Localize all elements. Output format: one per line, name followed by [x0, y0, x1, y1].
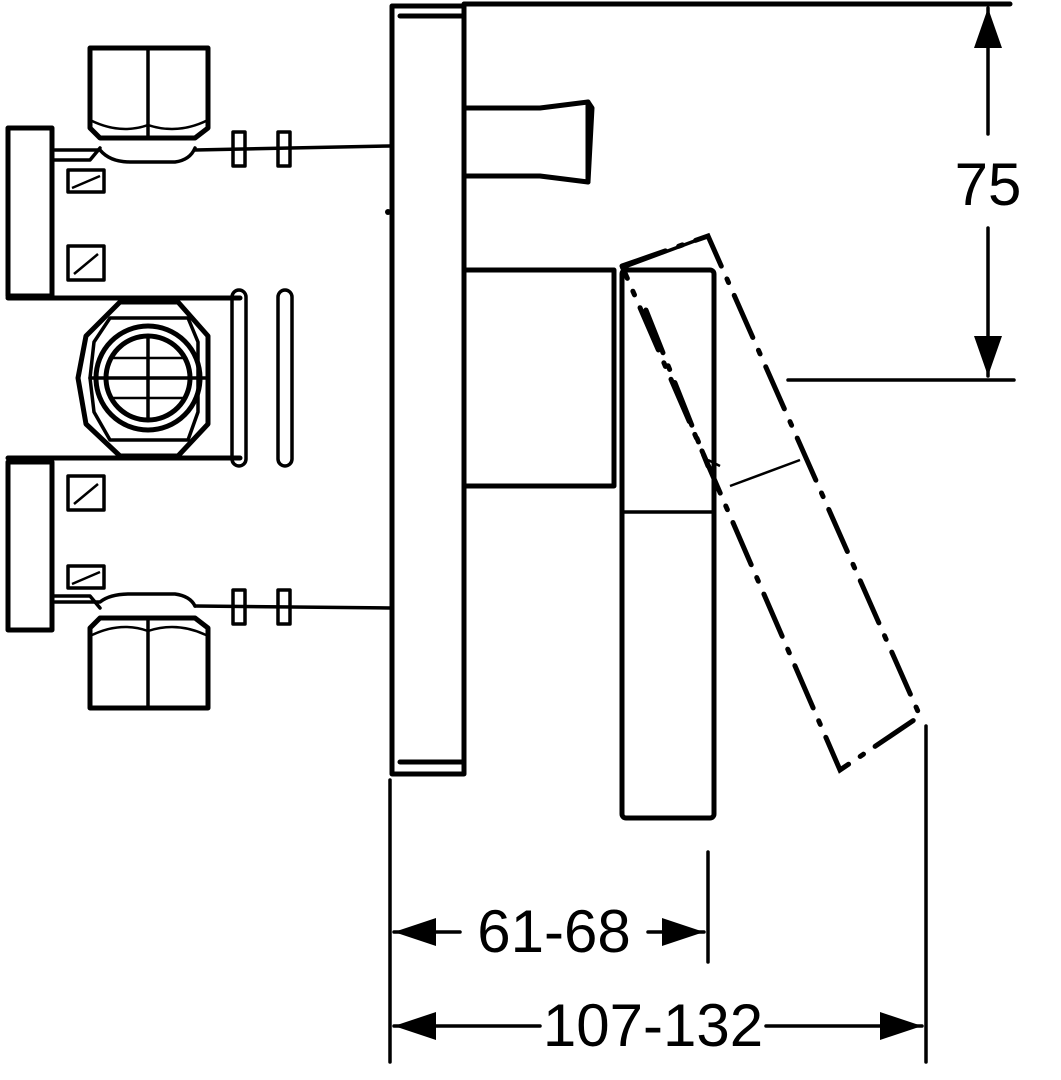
slot-left [230, 288, 248, 468]
lever-handle [461, 234, 717, 821]
center-port [75, 299, 211, 459]
dimension-depth: 61-68 [388, 778, 710, 1064]
cover-plate [389, 3, 467, 777]
diverter-knob [461, 99, 595, 185]
handle-hub [461, 267, 617, 489]
top-hex-nut [50, 45, 211, 164]
dimension-reach: 107-132 [392, 724, 928, 1064]
upper-flange-block [5, 125, 55, 299]
lower-flange-block [5, 459, 55, 633]
reach-label: 107-132 [543, 992, 763, 1059]
slot-right [276, 288, 294, 468]
lever-alternate-position [619, 232, 924, 774]
rough-in-body [5, 45, 392, 711]
lug-4 [66, 564, 106, 590]
lug-1 [66, 168, 106, 194]
handle-lever [619, 267, 717, 821]
height-label: 75 [955, 151, 1022, 218]
depth-label: 61-68 [477, 898, 630, 965]
bottom-hex-nut [50, 592, 211, 711]
lug-3 [66, 474, 106, 512]
escutcheon-plate [389, 1, 1013, 777]
dimension-height: 75 [786, 6, 1022, 382]
lug-2 [66, 244, 106, 282]
